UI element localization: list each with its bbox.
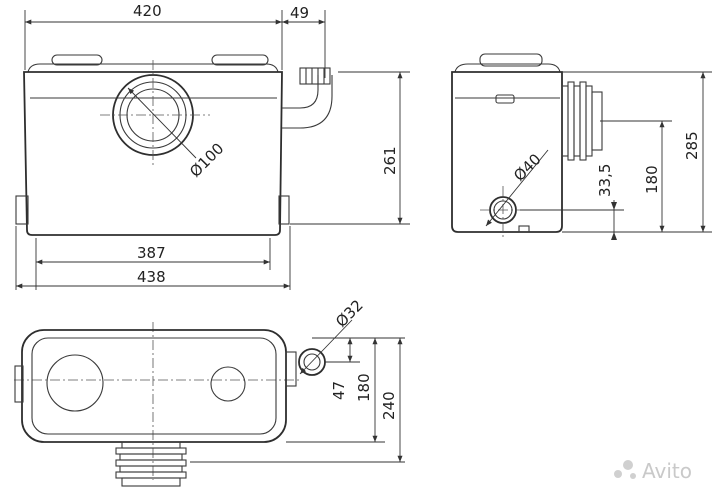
top-left-foot <box>14 365 24 403</box>
label-d100: Ø100 <box>186 140 227 181</box>
dim-line-d32 <box>299 319 353 375</box>
top-bellows <box>115 441 187 487</box>
side-foot-tab <box>518 225 530 233</box>
label-387: 387 <box>137 244 166 262</box>
side-lid-handle <box>479 53 543 67</box>
avito-watermark: Avito <box>614 459 692 483</box>
label-180-top: 180 <box>355 373 373 402</box>
label-180-side: 180 <box>643 165 661 194</box>
side-lid <box>454 63 561 73</box>
watermark-text: Avito <box>642 459 692 483</box>
label-49: 49 <box>290 4 309 22</box>
avito-logo-icon <box>623 460 633 470</box>
top-body <box>21 329 287 443</box>
label-285: 285 <box>683 131 701 160</box>
label-47: 47 <box>330 381 348 400</box>
side-outlet-bellows <box>561 81 603 161</box>
top-inlet <box>46 354 104 412</box>
right-foot <box>278 195 290 225</box>
label-d40: Ø40 <box>510 150 545 185</box>
side-view <box>451 53 712 240</box>
top-small-port <box>210 366 246 402</box>
label-438: 438 <box>137 268 166 286</box>
lid-handle-left <box>51 54 103 66</box>
label-420: 420 <box>133 2 162 20</box>
label-33-5: 33,5 <box>596 164 614 197</box>
outlet-cap <box>299 67 331 85</box>
left-foot <box>15 195 29 225</box>
lid-handle-right <box>211 54 269 66</box>
label-240: 240 <box>380 391 398 420</box>
top-lid-outline <box>31 337 277 435</box>
side-latch <box>495 94 515 104</box>
outlet-elbow-outer <box>282 75 319 109</box>
top-outlet-inner <box>303 353 321 371</box>
label-d32: Ø32 <box>332 296 367 331</box>
outlet-elbow-inner <box>282 75 333 129</box>
dim-line-d100 <box>127 87 197 159</box>
dim-line-d40 <box>485 149 549 227</box>
top-view <box>14 319 405 487</box>
top-outlet-stub <box>285 351 297 387</box>
pump-body <box>23 71 283 236</box>
label-261: 261 <box>381 146 399 175</box>
front-view <box>15 10 410 290</box>
side-body <box>451 71 563 233</box>
